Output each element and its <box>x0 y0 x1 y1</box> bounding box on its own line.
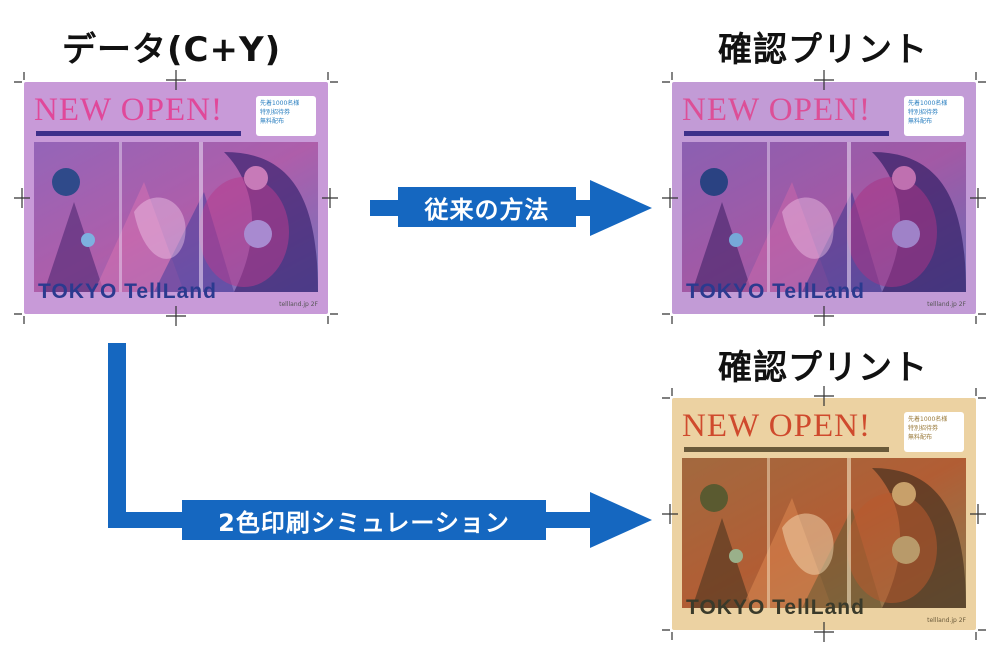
poster-brand: TOKYO TellLand <box>686 280 865 303</box>
two-color-simulation-label: 2色印刷シミュレーション <box>182 500 546 540</box>
poster-fine-print: tellland.jp 2F <box>927 617 966 624</box>
carousel-photo <box>682 458 966 608</box>
poster-fine-print: tellland.jp 2F <box>927 301 966 308</box>
info-line-2: 特別招待券 <box>260 109 291 116</box>
carousel-photo <box>34 142 318 292</box>
info-line-3: 無料配布 <box>908 118 933 125</box>
carousel-photo <box>682 142 966 292</box>
source-data-heading: データ(C+Y) <box>62 30 282 70</box>
poster-brand: TOKYO TellLand <box>686 596 865 619</box>
poster-info-box: 先着1000名様 特別招待券 無料配布 <box>904 412 964 452</box>
headline-underline <box>36 131 241 136</box>
poster-info-box: 先着1000名様 特別招待券 無料配布 <box>904 96 964 136</box>
poster-headline: NEW OPEN! <box>34 92 223 128</box>
arrow-two-color-path <box>108 343 652 548</box>
headline-underline <box>684 131 889 136</box>
info-line-3: 無料配布 <box>260 118 285 125</box>
info-line-2: 特別招待券 <box>908 425 939 432</box>
proof-print-heading-bottom: 確認プリント <box>718 348 928 388</box>
info-line-1: 先着1000名様 <box>260 100 300 107</box>
poster-info-box: 先着1000名様 特別招待券 無料配布 <box>256 96 316 136</box>
source-data-panel: NEW OPEN! 先着1000名様 特別招待券 無料配布 TOKYO Tell… <box>24 82 328 314</box>
info-line-2: 特別招待券 <box>908 109 939 116</box>
info-line-3: 無料配布 <box>908 434 933 441</box>
info-line-1: 先着1000名様 <box>908 416 948 423</box>
poster-fine-print: tellland.jp 2F <box>279 301 318 308</box>
proof-print-heading-top: 確認プリント <box>718 30 928 70</box>
conventional-proof-panel: NEW OPEN! 先着1000名様 特別招待券 無料配布 TOKYO Tell… <box>672 82 976 314</box>
info-line-1: 先着1000名様 <box>908 100 948 107</box>
poster-brand: TOKYO TellLand <box>38 280 217 303</box>
poster-headline: NEW OPEN! <box>682 92 871 128</box>
two-color-simulation-panel: NEW OPEN! 先着1000名様 特別招待券 無料配布 TOKYO Tell… <box>672 398 976 630</box>
poster-headline: NEW OPEN! <box>682 408 871 444</box>
conventional-method-label: 従来の方法 <box>398 187 576 227</box>
headline-underline <box>684 447 889 452</box>
